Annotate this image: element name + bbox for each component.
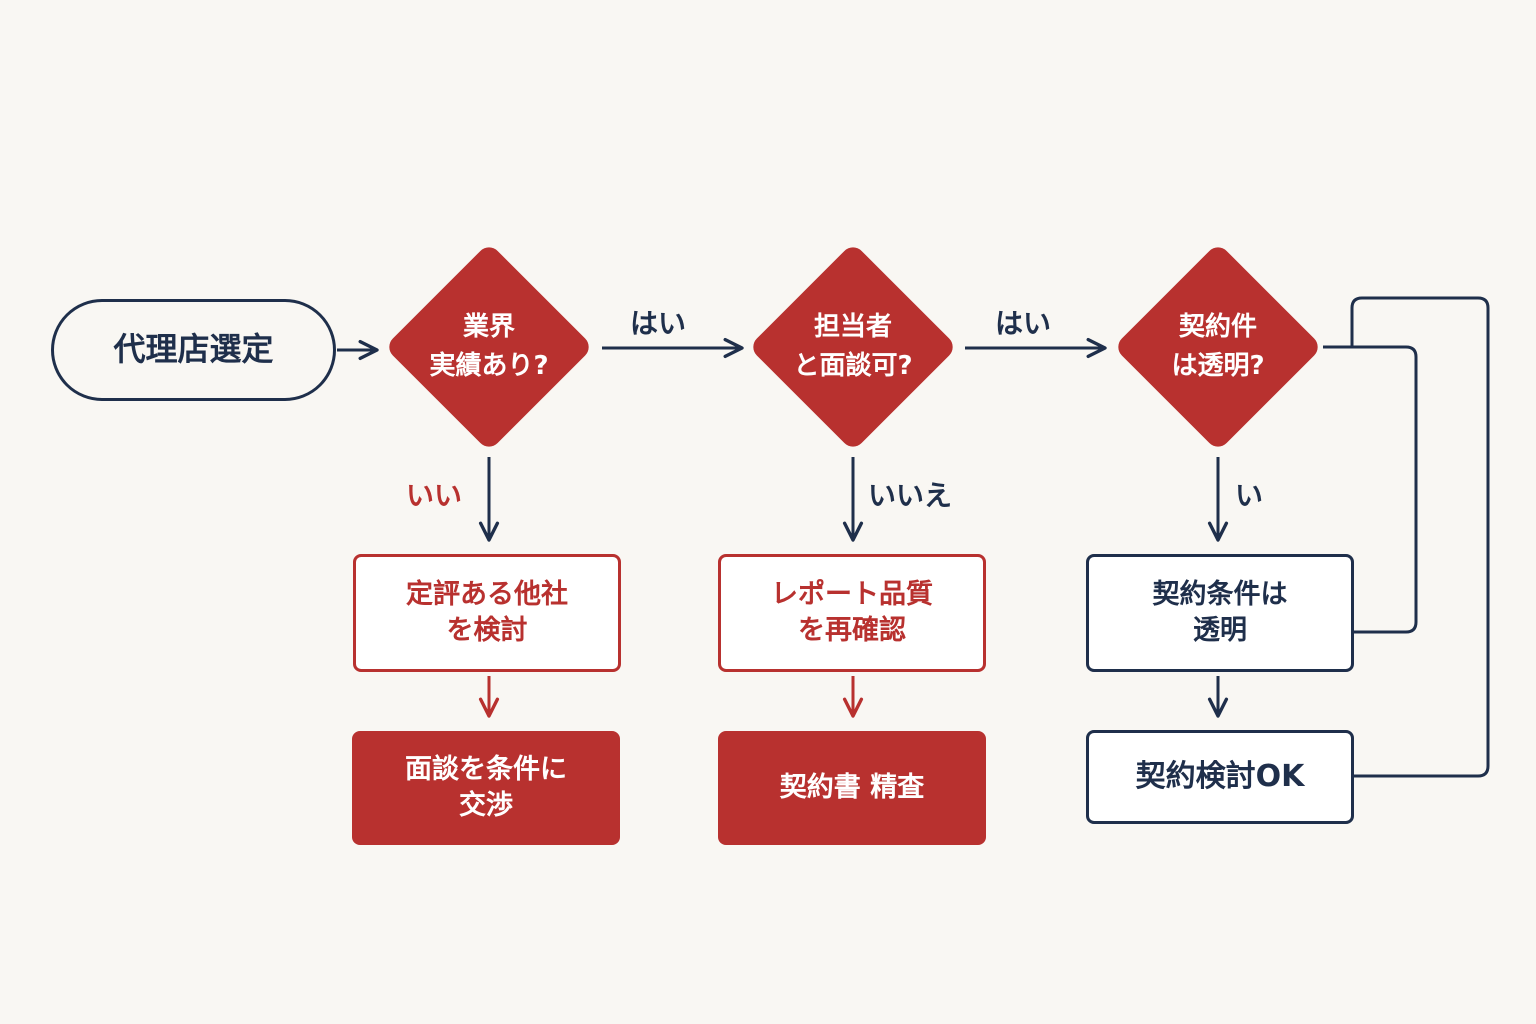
process-line-1: 定評ある他社 bbox=[406, 578, 568, 610]
outcome-line-1: 面談を条件に bbox=[405, 753, 567, 785]
decision-contract-transparent: 契約件 は透明? bbox=[1113, 242, 1323, 452]
process-line-2: を再確認 bbox=[798, 615, 906, 646]
decision-line-2: は透明? bbox=[1171, 351, 1265, 381]
outcome-contract-review: 契約書 精査 bbox=[718, 731, 986, 845]
decision-meet-contact: 担当者 と面談可? bbox=[748, 242, 958, 452]
end-node-contract-ok: 契約検討OK bbox=[1086, 730, 1354, 824]
decision-line-1: 担当者 bbox=[813, 312, 892, 342]
process-line-1: 契約条件は bbox=[1152, 578, 1288, 610]
process-line-1: レポート品質 bbox=[771, 578, 933, 610]
start-node: 代理店選定 bbox=[51, 299, 336, 401]
process-recheck-report-quality: レポート品質 を再確認 bbox=[718, 554, 986, 672]
decision-line-2: 実績あり? bbox=[429, 351, 549, 381]
outcome-negotiate-meeting: 面談を条件に 交渉 bbox=[352, 731, 620, 845]
edge-loop-inner bbox=[1323, 345, 1418, 634]
edge-label-yes-1: はい bbox=[630, 307, 687, 340]
decision-line-1: 業界 bbox=[462, 312, 515, 342]
process-terms-transparent: 契約条件は 透明 bbox=[1086, 554, 1354, 672]
decision-line-1: 契約件 bbox=[1178, 312, 1257, 342]
decision-industry-record: 業界 実績あり? bbox=[384, 242, 594, 452]
start-label: 代理店選定 bbox=[113, 330, 274, 369]
decision-line-2: と面談可? bbox=[793, 351, 913, 381]
end-label: 契約検討OK bbox=[1135, 758, 1305, 794]
outcome-line-1: 契約書 精査 bbox=[779, 771, 925, 803]
edge-label-yes-2: はい bbox=[995, 307, 1052, 340]
edge-loop-outer bbox=[1350, 296, 1490, 778]
decision-text: 担当者 と面談可? bbox=[793, 308, 912, 386]
edge-label-no-1: いい bbox=[406, 479, 463, 512]
process-consider-other-company: 定評ある他社 を検討 bbox=[353, 554, 621, 672]
edge-label-no-2: いいえ bbox=[868, 479, 953, 512]
process-line-2: を検討 bbox=[446, 615, 528, 646]
outcome-line-2: 交渉 bbox=[459, 790, 513, 821]
decision-text: 業界 実績あり? bbox=[429, 308, 548, 386]
decision-text: 契約件 は透明? bbox=[1171, 308, 1264, 386]
process-line-2: 透明 bbox=[1193, 615, 1247, 646]
edge-label-no-3: い bbox=[1235, 479, 1264, 512]
